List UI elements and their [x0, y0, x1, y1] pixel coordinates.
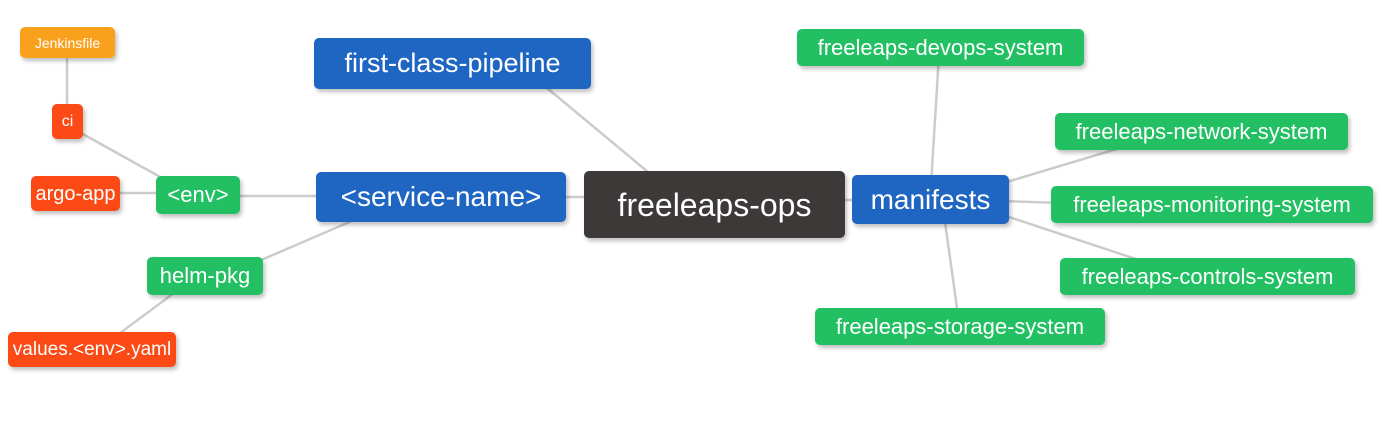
- edge-manifests-controls-system: [999, 212, 1149, 265]
- node-service-name[interactable]: <service-name>: [316, 172, 566, 222]
- node-freeleaps-network-system[interactable]: freeleaps-network-system: [1055, 113, 1348, 150]
- edge-first-class-pipeline-freeleaps-ops: [534, 77, 661, 183]
- node-helm-pkg[interactable]: helm-pkg: [147, 257, 263, 295]
- node-freeleaps-monitoring-system[interactable]: freeleaps-monitoring-system: [1051, 186, 1373, 223]
- edge-manifests-network-system: [999, 143, 1131, 186]
- node-freeleaps-ops[interactable]: freeleaps-ops: [584, 171, 845, 238]
- edge-manifests-devops-system: [929, 54, 941, 186]
- node-argo-app[interactable]: argo-app: [31, 176, 120, 211]
- node-first-class-pipeline[interactable]: first-class-pipeline: [314, 38, 591, 89]
- edge-manifests-storage-system: [942, 214, 960, 316]
- node-env[interactable]: <env>: [156, 176, 240, 214]
- node-values-env-yaml[interactable]: values.<env>.yaml: [8, 332, 176, 367]
- node-freeleaps-storage-system[interactable]: freeleaps-storage-system: [815, 308, 1105, 345]
- node-manifests[interactable]: manifests: [852, 175, 1009, 224]
- node-freeleaps-controls-system[interactable]: freeleaps-controls-system: [1060, 258, 1355, 295]
- node-ci[interactable]: ci: [52, 104, 83, 139]
- node-jenkinsfile[interactable]: Jenkinsfile: [20, 27, 115, 58]
- node-freeleaps-devops-system[interactable]: freeleaps-devops-system: [797, 29, 1084, 66]
